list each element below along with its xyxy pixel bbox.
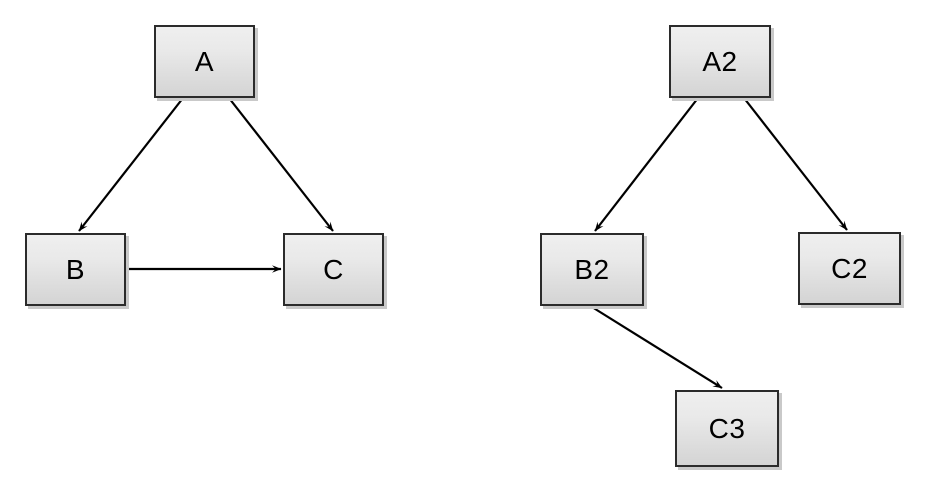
node-c-label: C: [323, 253, 344, 285]
edge-a-to-b: [78, 97, 184, 232]
edge-a-to-c: [228, 97, 334, 232]
node-a2-label: A2: [702, 45, 738, 77]
node-b2-label: B2: [574, 253, 610, 285]
node-c[interactable]: C: [283, 233, 384, 306]
node-c2[interactable]: C2: [798, 232, 901, 305]
edge-b2-to-c3: [591, 306, 723, 389]
edge-a2-to-c2: [743, 97, 848, 231]
node-c3-label: C3: [708, 412, 746, 444]
node-b-label: B: [65, 253, 86, 285]
node-a[interactable]: A: [154, 25, 255, 98]
node-a-label: A: [194, 45, 215, 77]
node-b[interactable]: B: [25, 233, 126, 306]
edge-a2-to-b2: [594, 97, 699, 232]
node-c3[interactable]: C3: [675, 390, 779, 467]
node-c2-label: C2: [831, 252, 868, 284]
node-b2[interactable]: B2: [540, 233, 644, 306]
node-a2[interactable]: A2: [669, 25, 771, 98]
